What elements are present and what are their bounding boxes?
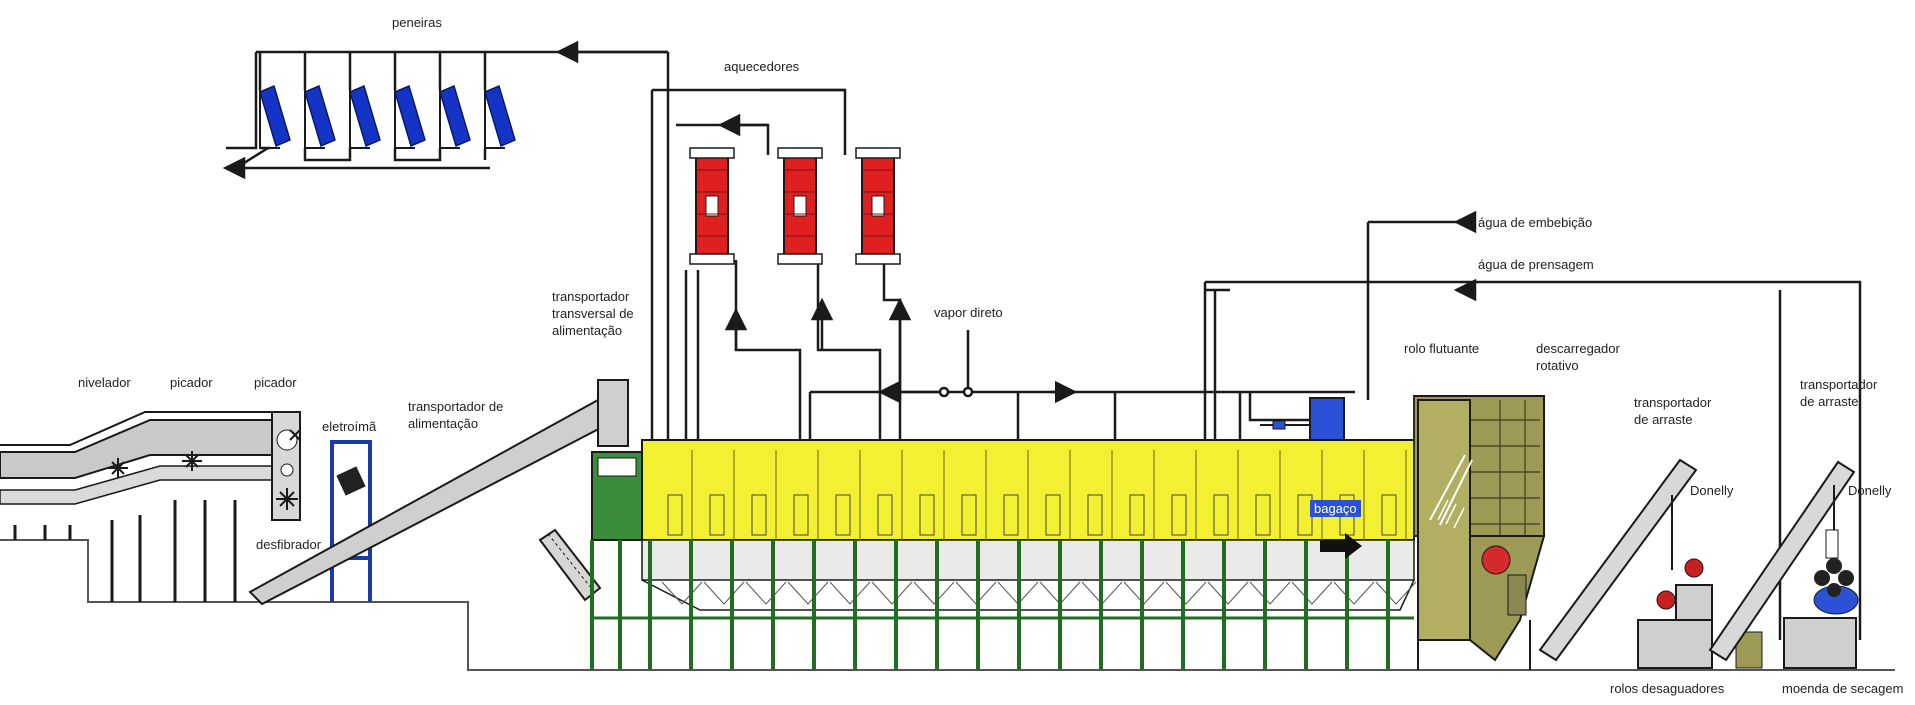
- heater-unit: [778, 148, 822, 264]
- screen-unit: [350, 86, 380, 148]
- module-hopper: [1250, 582, 1290, 604]
- module-hopper: [872, 582, 912, 604]
- module-hopper: [1334, 582, 1374, 604]
- label-transportador-transversal: transportador transversal de alimentação: [552, 288, 634, 339]
- module-hopper: [1208, 582, 1248, 604]
- module-hopper: [914, 582, 954, 604]
- module-hopper: [1166, 582, 1206, 604]
- label-transportador-alimentacao: transportador de alimentação: [408, 398, 504, 432]
- module-hopper: [704, 582, 744, 604]
- module-hopper: [1292, 582, 1332, 604]
- label-transportador-arraste-1: transportador de arraste: [1634, 394, 1714, 428]
- diffuser: [592, 398, 1414, 670]
- heater-unit: [690, 148, 734, 264]
- cane-conveyor: [0, 412, 290, 504]
- module-hopper: [830, 582, 870, 604]
- label-descarregador-rotativo: descarregador rotativo: [1536, 340, 1618, 374]
- label-picador-1: picador: [170, 374, 213, 391]
- label-rolos-desaguadores: rolos desaguadores: [1610, 680, 1724, 697]
- shredder: [272, 412, 300, 520]
- label-desfibrador: desfibrador: [256, 536, 321, 553]
- heaters: [690, 148, 900, 264]
- dewatering-tower: [1414, 396, 1544, 670]
- label-picador-2: picador: [254, 374, 297, 391]
- label-moenda-secagem: moenda de secagem: [1782, 680, 1903, 697]
- label-vapor-direto: vapor direto: [934, 304, 1003, 321]
- label-transportador-arraste-2: transportador de arraste: [1800, 376, 1880, 410]
- label-bagaco: bagaço: [1310, 500, 1361, 517]
- screens: [260, 86, 515, 148]
- screen-unit: [440, 86, 470, 148]
- module-hopper: [746, 582, 786, 604]
- conveyor-support-legs: [15, 500, 235, 602]
- heater-unit: [856, 148, 900, 264]
- label-nivelador: nivelador: [78, 374, 131, 391]
- label-agua-prensagem: água de prensagem: [1478, 256, 1594, 273]
- screen-unit: [485, 86, 515, 148]
- screen-unit: [260, 86, 290, 148]
- screen-unit: [395, 86, 425, 148]
- module-hopper: [788, 582, 828, 604]
- label-donelly-1: Donelly: [1690, 482, 1733, 499]
- label-rolo-flutuante: rolo flutuante: [1404, 340, 1479, 357]
- screen-unit: [305, 86, 335, 148]
- label-agua-embebicao: água de embebição: [1478, 214, 1592, 231]
- label-peneiras: peneiras: [392, 14, 442, 31]
- label-aquecedores: aquecedores: [724, 58, 799, 75]
- module-hopper: [1376, 582, 1416, 604]
- label-donelly-2: Donelly: [1848, 482, 1891, 499]
- electromagnet: [332, 442, 370, 602]
- label-eletroima: eletroímã: [322, 418, 376, 435]
